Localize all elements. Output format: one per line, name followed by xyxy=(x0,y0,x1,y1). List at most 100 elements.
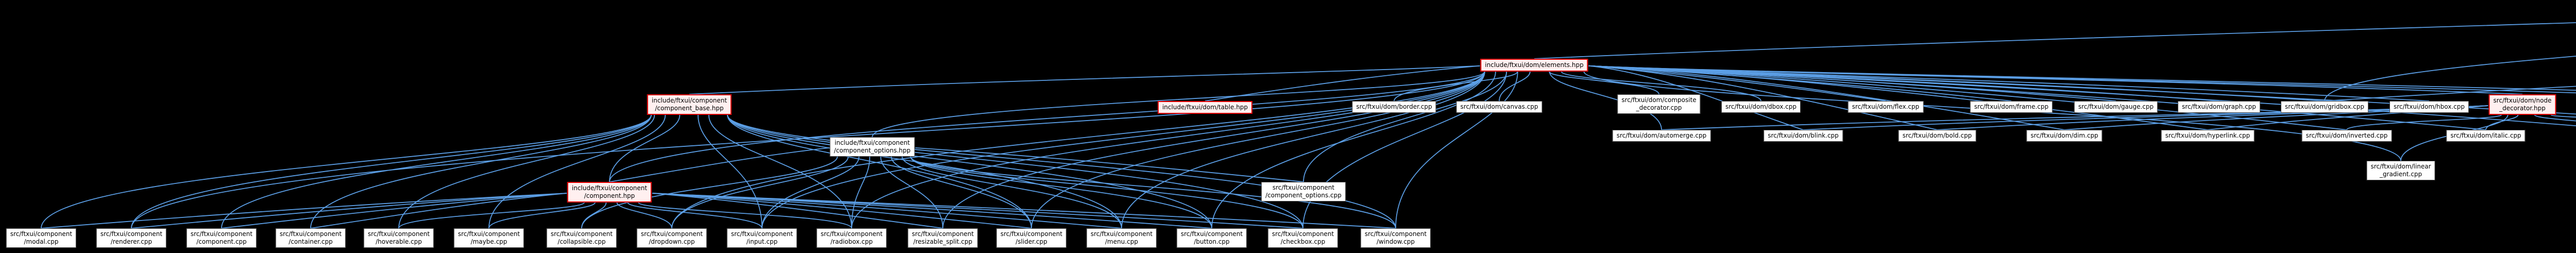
graph-edge-menu-to-component_hpp xyxy=(652,193,1122,229)
graph-edge-canvas-to-elements xyxy=(1499,71,1531,102)
node-label: src/ftxui/component xyxy=(279,230,342,238)
graph-edge-resizable_split-to-component_hpp xyxy=(652,193,943,229)
graph-node-elements[interactable]: include/ftxui/dom/elements.hpp xyxy=(1480,59,1588,72)
graph-edge-component_options_hpp-to-elements xyxy=(872,71,1485,138)
graph-edge-modal-to-component_hpp xyxy=(41,193,567,229)
graph-edge-maybe-to-component_hpp xyxy=(488,202,596,229)
graph-edge-collapsible-to-component_hpp xyxy=(581,202,607,229)
graph-node-table[interactable]: include/ftxui/dom/table.hpp xyxy=(1157,101,1253,114)
graph-node-dbox[interactable]: src/ftxui/dom/dbox.cpp xyxy=(1721,101,1801,113)
graph-node-bold[interactable]: src/ftxui/dom/bold.cpp xyxy=(1898,130,1976,142)
graph-node-component_cpp[interactable]: src/ftxui/component/component.cpp xyxy=(186,228,257,248)
graph-edge-radiobox-to-component_hpp xyxy=(638,202,852,229)
graph-edge-checkbox-to-component_options_hpp xyxy=(910,156,1303,229)
graph-node-hyperlink[interactable]: src/ftxui/dom/hyperlink.cpp xyxy=(2161,130,2255,142)
graph-node-resizable_split[interactable]: src/ftxui/component/resizable_split.cpp xyxy=(907,228,978,248)
graph-edge-window-to-component_hpp xyxy=(652,193,1396,229)
graph-node-input[interactable]: src/ftxui/component/input.cpp xyxy=(726,228,798,248)
node-label: src/ftxui/component xyxy=(820,230,883,238)
graph-node-composite[interactable]: src/ftxui/dom/composite_decorator.cpp xyxy=(1617,94,1701,114)
graph-node-automerge[interactable]: src/ftxui/dom/automerge.cpp xyxy=(1612,130,1711,142)
node-label: include/ftxui/component xyxy=(834,139,910,146)
graph-node-inverted[interactable]: src/ftxui/dom/inverted.cpp xyxy=(2301,130,2392,142)
node-label: _gradient.cpp xyxy=(2379,171,2422,178)
graph-node-blink[interactable]: src/ftxui/dom/blink.cpp xyxy=(1764,130,1843,142)
graph-edge-hoverable-to-component_base xyxy=(398,114,655,229)
node-label: src/ftxui/dom/node xyxy=(2493,97,2552,104)
graph-node-maybe[interactable]: src/ftxui/component/maybe.cpp xyxy=(453,228,524,248)
node-label: src/ftxui/dom/linear xyxy=(2370,163,2431,170)
node-label: src/ftxui/dom/hbox.cpp xyxy=(2394,103,2465,110)
graph-edge-checkbox-to-component_base xyxy=(727,114,1303,229)
graph-node-gridbox[interactable]: src/ftxui/dom/gridbox.cpp xyxy=(2281,101,2368,113)
graph-node-menu[interactable]: src/ftxui/component/menu.cpp xyxy=(1086,228,1157,248)
graph-node-graph_cpp[interactable]: src/ftxui/dom/graph.cpp xyxy=(2178,101,2260,113)
node-label: src/ftxui/dom/inverted.cpp xyxy=(2306,132,2388,139)
graph-node-renderer[interactable]: src/ftxui/component/renderer.cpp xyxy=(96,228,167,248)
graph-node-component_hpp[interactable]: include/ftxui/component/component.hpp xyxy=(567,182,652,203)
graph-node-dim[interactable]: src/ftxui/dom/dim.cpp xyxy=(2026,130,2103,142)
graph-edge-dbox-to-elements xyxy=(1561,71,1761,102)
node-label: /container.cpp xyxy=(289,238,333,245)
graph-edge-component_cpp-to-component_base xyxy=(221,114,652,229)
graph-node-collapsible[interactable]: src/ftxui/component/collapsible.cpp xyxy=(546,228,617,248)
graph-node-button[interactable]: src/ftxui/component/button.cpp xyxy=(1176,228,1247,248)
graph-node-frame[interactable]: src/ftxui/dom/frame.cpp xyxy=(1970,101,2053,113)
graph-node-component_options_hpp[interactable]: include/ftxui/component/component_option… xyxy=(829,137,915,157)
node-label: include/ftxui/component xyxy=(571,184,648,192)
node-label: include/ftxui/dom/elements.hpp xyxy=(1485,61,1584,69)
graph-edge-hoverable-to-component_hpp xyxy=(398,202,585,229)
graph-edge-bold-to-elements xyxy=(1588,65,1938,130)
graph-edge-button-to-elements xyxy=(1211,71,1496,229)
node-label: src/ftxui/dom/gauge.cpp xyxy=(2078,103,2154,110)
graph-node-linear_gradient[interactable]: src/ftxui/dom/linear_gradient.cpp xyxy=(2366,161,2435,180)
graph-node-container[interactable]: src/ftxui/component/container.cpp xyxy=(275,228,346,248)
graph-node-radiobox[interactable]: src/ftxui/component/radiobox.cpp xyxy=(816,228,887,248)
node-label: src/ftxui/dom/dbox.cpp xyxy=(1725,103,1797,110)
graph-edge-underlined_double-to-node_decorator xyxy=(2551,114,2576,118)
node-label: src/ftxui/dom/border.cpp xyxy=(1356,103,1432,110)
graph-node-node_decorator[interactable]: src/ftxui/dom/node_decorator.hpp xyxy=(2488,94,2556,115)
node-label: /radiobox.cpp xyxy=(831,238,873,245)
node-label: /component.cpp xyxy=(196,238,247,245)
graph-node-hoverable[interactable]: src/ftxui/component/hoverable.cpp xyxy=(363,228,434,248)
node-label: /renderer.cpp xyxy=(110,238,152,245)
graph-node-modal[interactable]: src/ftxui/component/modal.cpp xyxy=(6,228,77,248)
graph-edge-component_cpp-to-component_hpp xyxy=(221,193,567,229)
node-label: /component_options.cpp xyxy=(1265,192,1342,199)
node-label: /collapsible.cpp xyxy=(557,238,606,245)
graph-node-window[interactable]: src/ftxui/component/window.cpp xyxy=(1360,228,1431,248)
graph-edge-window-to-component_options_hpp xyxy=(910,156,1396,229)
graph-edge-blink-to-elements xyxy=(1588,65,1804,130)
graph-node-dropdown[interactable]: src/ftxui/component/dropdown.cpp xyxy=(636,228,707,248)
graph-node-component_base[interactable]: include/ftxui/component/component_base.h… xyxy=(647,94,732,115)
graph-node-component_options_cpp[interactable]: src/ftxui/component/component_options.cp… xyxy=(1261,182,1346,201)
graph-edge-component_options_cpp-to-elements xyxy=(1303,71,1507,182)
node-label: /component.hpp xyxy=(584,192,635,199)
node-label: /dropdown.cpp xyxy=(649,238,695,245)
graph-node-gauge[interactable]: src/ftxui/dom/gauge.cpp xyxy=(2074,101,2158,113)
graph-node-italic[interactable]: src/ftxui/dom/italic.cpp xyxy=(2446,130,2526,142)
graph-edge-gridbox-to-flexbox_helper_hpp xyxy=(2324,86,2576,102)
node-label: /button.cpp xyxy=(1194,238,1230,245)
node-label: src/ftxui/component xyxy=(1272,184,1335,191)
graph-edge-component_options_cpp-to-component_options_hpp xyxy=(915,147,1304,182)
graph-node-slider[interactable]: src/ftxui/component/slider.cpp xyxy=(996,228,1067,248)
graph-node-hbox[interactable]: src/ftxui/dom/hbox.cpp xyxy=(2389,101,2469,113)
node-label: src/ftxui/component xyxy=(100,230,163,238)
graph-node-flex[interactable]: src/ftxui/dom/flex.cpp xyxy=(1848,101,1924,113)
graph-node-border[interactable]: src/ftxui/dom/border.cpp xyxy=(1352,101,1436,113)
graph-node-checkbox[interactable]: src/ftxui/component/checkbox.cpp xyxy=(1267,228,1338,248)
node-label: /checkbox.cpp xyxy=(1280,238,1326,245)
graph-edge-component_base-to-elements xyxy=(689,65,1480,95)
node-label: src/ftxui/dom/bold.cpp xyxy=(1902,132,1972,139)
graph-node-canvas[interactable]: src/ftxui/dom/canvas.cpp xyxy=(1456,101,1543,113)
graph-edge-automerge-to-elements xyxy=(1549,71,1662,130)
graph-edge-slider-to-component_hpp xyxy=(652,193,1032,229)
node-label: src/ftxui/component xyxy=(1090,230,1153,238)
graph-edge-input-to-elements xyxy=(761,71,1485,229)
node-label: src/ftxui/component xyxy=(1272,230,1334,238)
